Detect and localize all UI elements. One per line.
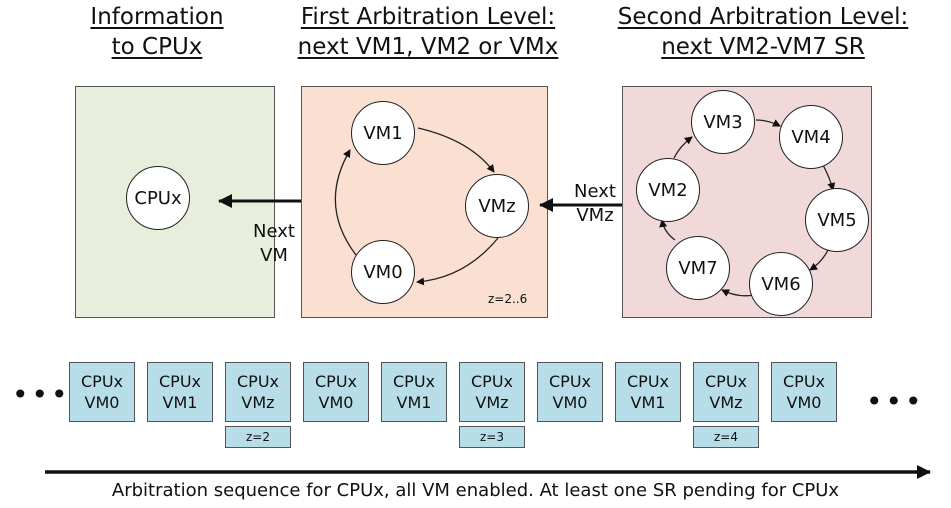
slot-vm-label: VM1 [162, 393, 198, 412]
cpux-node-label: CPUx [134, 187, 182, 209]
vm2-node: VM2 [636, 158, 700, 222]
vm1-node: VM1 [351, 101, 415, 165]
vmz-to-vm0-arrow [416, 237, 499, 286]
vm0-node: VM0 [351, 240, 415, 304]
next-vm-line2: VM [260, 245, 288, 266]
slot-cpu-label: CPUx [549, 372, 591, 391]
header-first-line1: First Arbitration Level: [300, 4, 556, 30]
slot-cpu-label: CPUx [705, 372, 747, 391]
vm5-node-label: VM5 [817, 209, 857, 231]
header-second-line2: next VM2-VM7 SR [661, 34, 865, 60]
vm0-node-label: VM0 [363, 261, 403, 283]
vm7-to-vm2-arrow [659, 219, 676, 241]
slot-vm-label: VM1 [396, 393, 432, 412]
slot-cpu-label: CPUx [237, 372, 279, 391]
slot-vm-label: VM0 [84, 393, 120, 412]
trailing-ellipsis: ••• [866, 385, 925, 418]
slot-z-value: z=3 [459, 426, 525, 448]
slot-vm-label: VMz [475, 393, 509, 412]
vmz-node-label: VMz [478, 195, 516, 217]
slot-vm-label: VM0 [786, 393, 822, 412]
slot-cpu-label: CPUx [627, 372, 669, 391]
vm7-node: VM7 [666, 236, 730, 300]
header-information: Information to CPUx [52, 2, 262, 62]
slot-cpu-label: CPUx [159, 372, 201, 391]
header-second-arbitration: Second Arbitration Level: next VM2-VM7 S… [598, 2, 928, 62]
header-first-arbitration: First Arbitration Level: next VM1, VM2 o… [278, 2, 578, 62]
vm1-node-label: VM1 [363, 122, 403, 144]
slot-cpu-label: CPUx [783, 372, 825, 391]
slot-cpu-label: CPUx [471, 372, 513, 391]
header-first-line2: next VM1, VM2 or VMx [297, 34, 559, 60]
slot-cpu-label: CPUx [81, 372, 123, 391]
next-vmz-line1: Next [574, 181, 616, 202]
slot-vm-label: VMz [241, 393, 275, 412]
cpux-node: CPUx [126, 166, 190, 230]
slot-vm-label: VM1 [630, 393, 666, 412]
vm4-node: VM4 [779, 105, 843, 169]
vm6-node-label: VM6 [761, 273, 801, 295]
z-range-note: z=2..6 [488, 292, 528, 306]
next-vm-line1: Next [253, 221, 295, 242]
header-information-line2: to CPUx [111, 34, 203, 60]
header-second-line1: Second Arbitration Level: [617, 4, 909, 30]
vm6-node: VM6 [749, 252, 813, 316]
vm1-to-vmz-arrow [417, 127, 495, 173]
vm7-node-label: VM7 [678, 257, 718, 279]
slot-vm-label: VM0 [318, 393, 354, 412]
next-vmz-line2: VMz [576, 205, 614, 226]
vm5-to-vm6-arrow [809, 249, 829, 271]
caption: Arbitration sequence for CPUx, all VM en… [111, 480, 840, 501]
slot-z-value: z=4 [693, 426, 759, 448]
vm4-node-label: VM4 [791, 126, 831, 148]
vm3-to-vm4-arrow [755, 119, 781, 127]
vm3-node-label: VM3 [703, 111, 743, 133]
vm4-to-vm5-arrow [822, 164, 836, 191]
vm2-to-vm3-arrow [673, 136, 693, 159]
vm5-node: VM5 [805, 188, 869, 252]
header-information-line1: Information [90, 4, 224, 30]
vm2-node-label: VM2 [648, 179, 688, 201]
slot-cpu-label: CPUx [315, 372, 357, 391]
next-vm-label: Next VM [244, 220, 304, 268]
next-vmz-label: Next VMz [565, 180, 625, 228]
slot-vm-label: VM0 [552, 393, 588, 412]
slot-z-value: z=2 [225, 426, 291, 448]
slot-vm-label: VMz [709, 393, 743, 412]
vm0-to-vm1-arrow [334, 149, 357, 256]
slot-cpu-label: CPUx [393, 372, 435, 391]
leading-ellipsis: ••• [12, 378, 71, 411]
vmz-node: VMz [465, 174, 529, 238]
vm3-node: VM3 [691, 90, 755, 154]
